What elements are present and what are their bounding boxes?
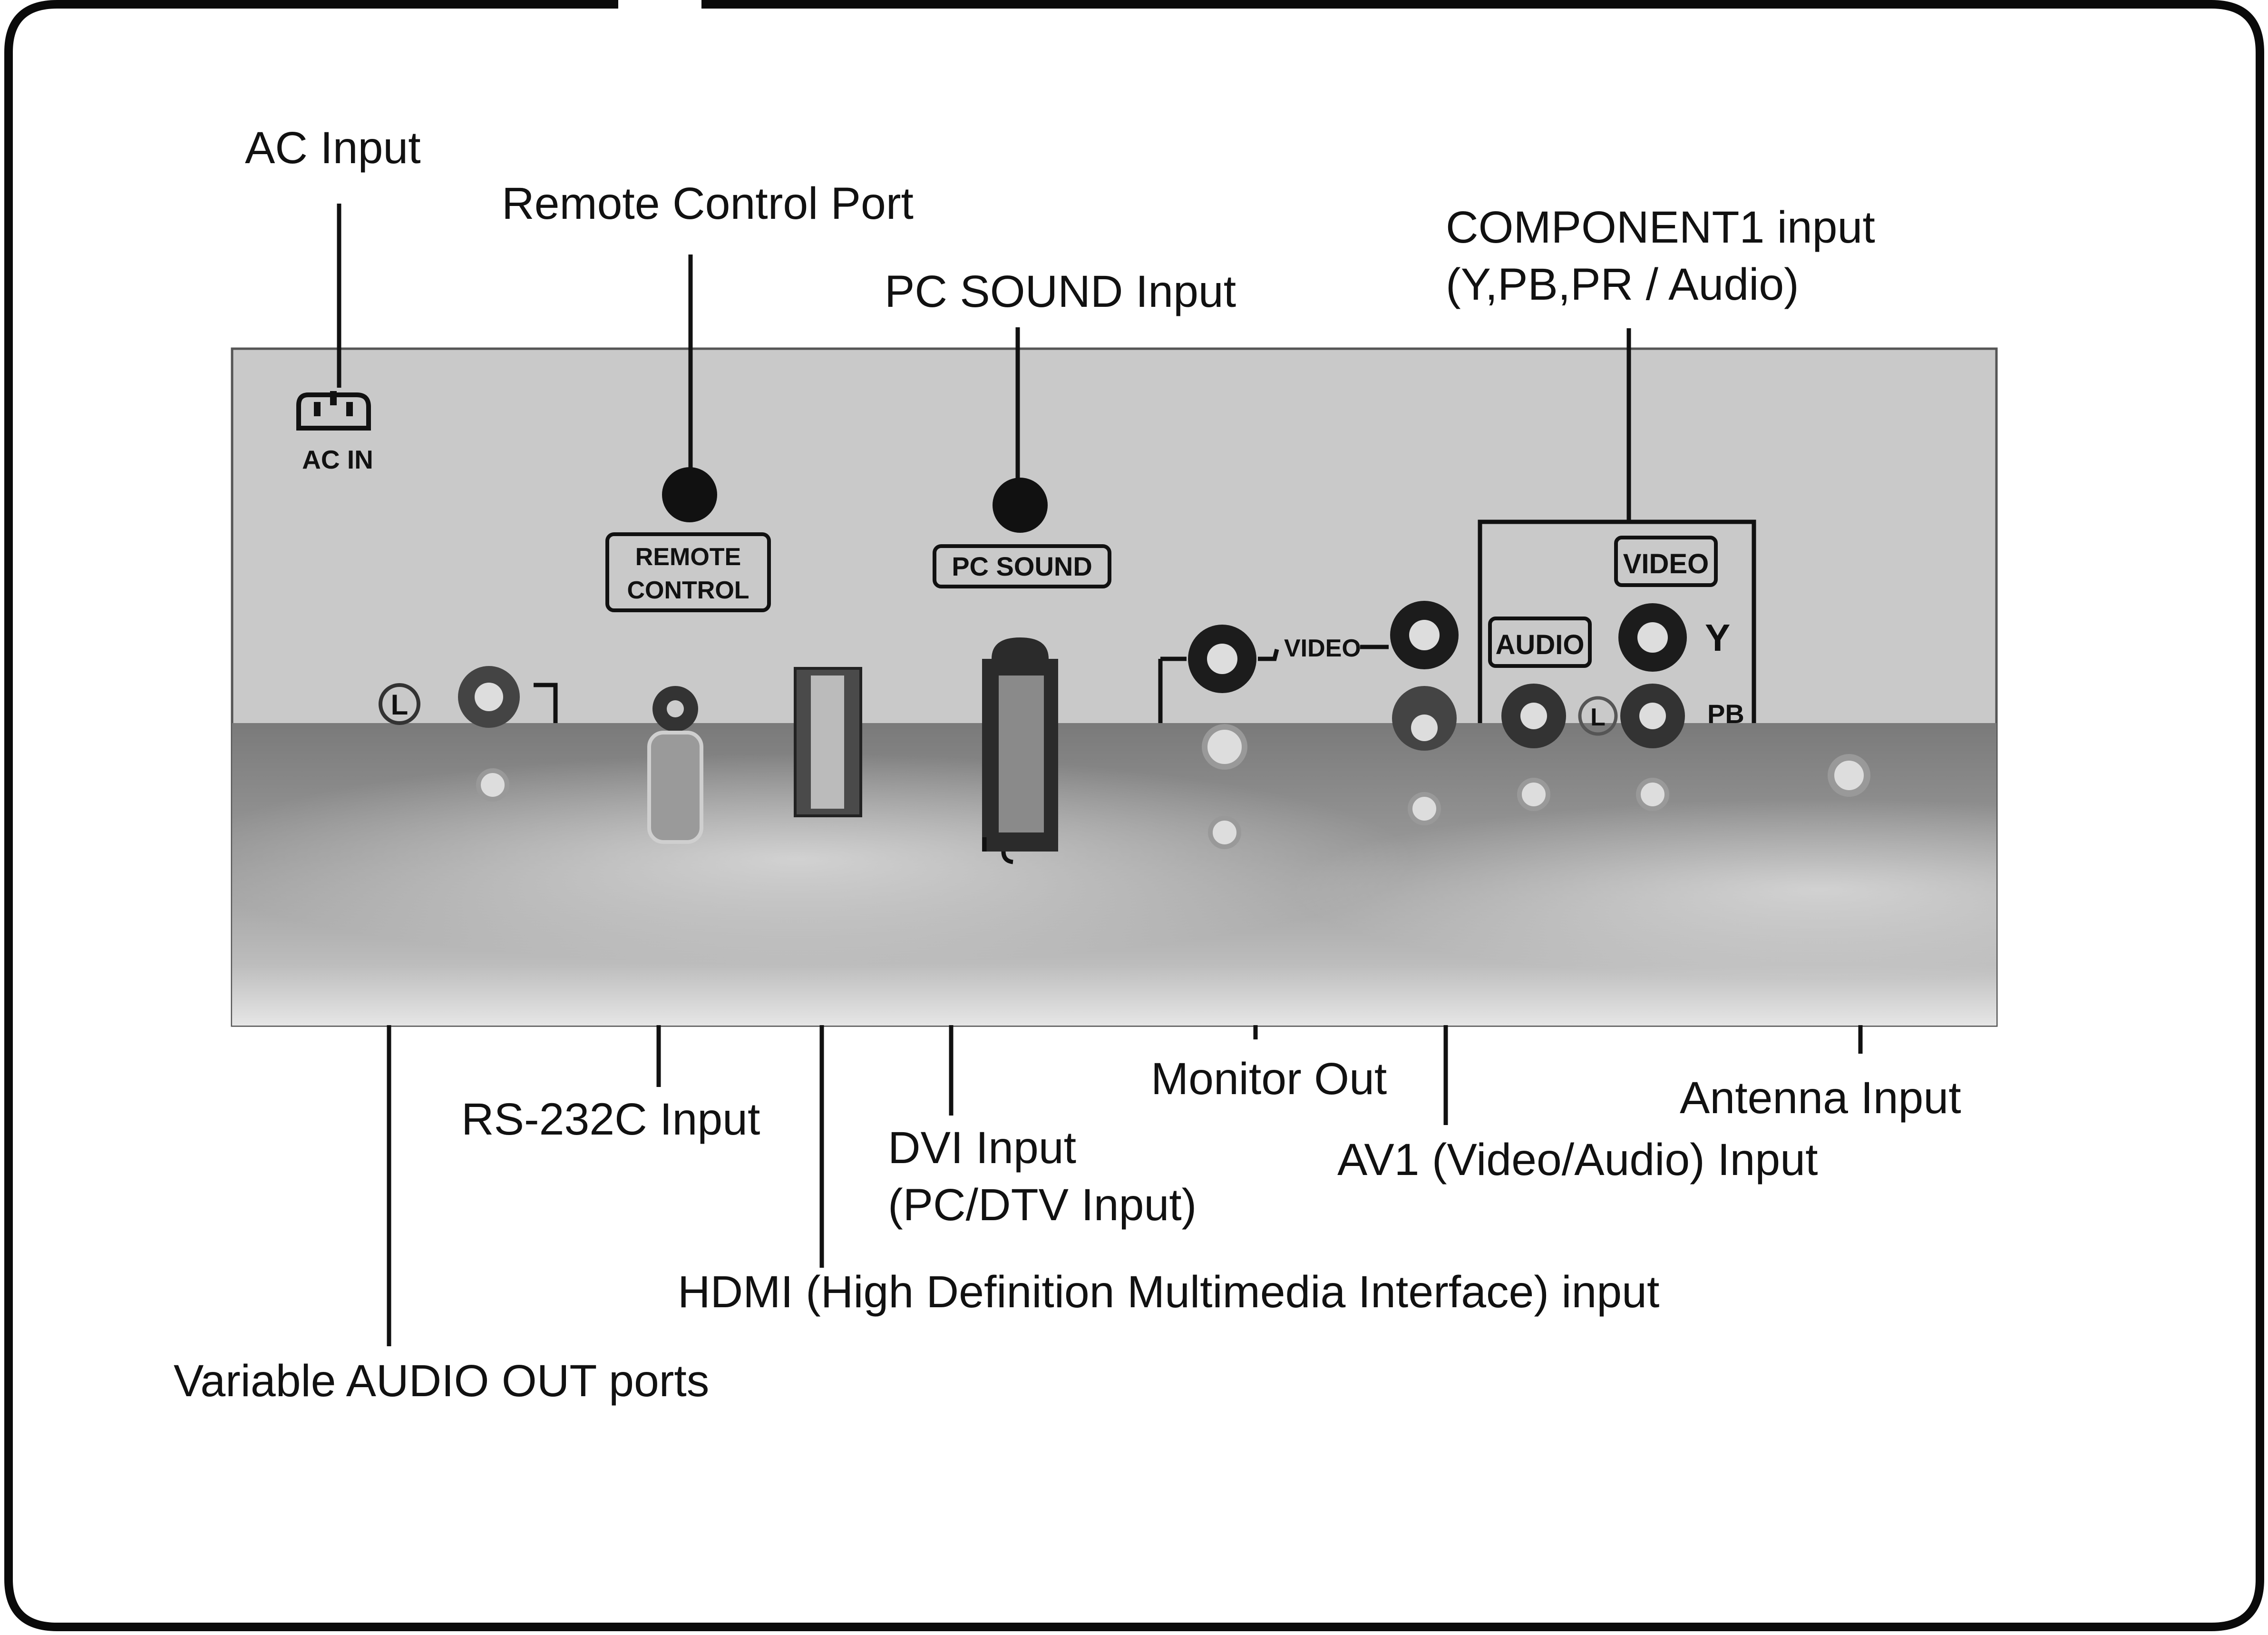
remote-label-line1: REMOTE <box>635 543 741 571</box>
monitor-video-label: VIDEO <box>1284 635 1361 662</box>
leader-lines <box>337 204 1863 1346</box>
callout-av1-input: AV1 (Video/Audio) Input <box>1337 1135 1818 1185</box>
component-l-label: L <box>1590 704 1606 731</box>
component-y-label: Y <box>1705 617 1730 659</box>
audio-out-jacks: L <box>379 666 558 802</box>
component-input-group: VIDEO AUDIO Y L PB <box>1478 519 1756 811</box>
callout-monitor-out: Monitor Out <box>1151 1054 1387 1104</box>
pc-sound-label: PC SOUND <box>952 551 1092 581</box>
callout-remote-control-port: Remote Control Port <box>502 178 914 229</box>
hdmi-connector <box>794 667 862 817</box>
ac-in-socket <box>296 391 371 431</box>
callout-pc-sound-input: PC SOUND Input <box>885 266 1236 317</box>
callout-variable-audio-out: Variable AUDIO OUT ports <box>174 1356 709 1406</box>
ac-in-label: AC IN <box>302 445 373 474</box>
component-pb-label: PB <box>1707 699 1744 729</box>
antenna-connector <box>1828 754 1870 797</box>
callout-dvi-input-line2: (PC/DTV Input) <box>888 1180 1197 1230</box>
rs232c-connector <box>647 686 703 844</box>
monitor-out-jacks: VIDEO <box>1158 601 1459 849</box>
remote-label-line2: CONTROL <box>627 577 749 604</box>
callout-ac-input: AC Input <box>245 123 421 173</box>
remote-control-label-box <box>605 532 771 612</box>
remote-control-jack <box>662 467 717 522</box>
pc-sound-jack <box>993 478 1048 533</box>
audio-out-l-label: L <box>391 689 409 721</box>
component-audio-label: AUDIO <box>1496 629 1585 660</box>
callout-antenna-input: Antenna Input <box>1680 1073 1961 1123</box>
callout-hdmi-input: HDMI (High Definition Multimedia Interfa… <box>678 1267 1659 1317</box>
pc-sound-label-box <box>933 544 1111 588</box>
rear-panel <box>231 347 1998 1027</box>
component-video-label: VIDEO <box>1623 548 1709 579</box>
dvi-connector <box>982 637 1058 864</box>
callout-rs232c-input: RS-232C Input <box>461 1094 760 1145</box>
callout-component1-line2: (Y,PB,PR / Audio) <box>1446 259 1799 310</box>
callout-dvi-input-line1: DVI Input <box>888 1123 1076 1173</box>
outer-frame <box>4 0 2264 1631</box>
callout-component1-line1: COMPONENT1 input <box>1446 202 1875 253</box>
